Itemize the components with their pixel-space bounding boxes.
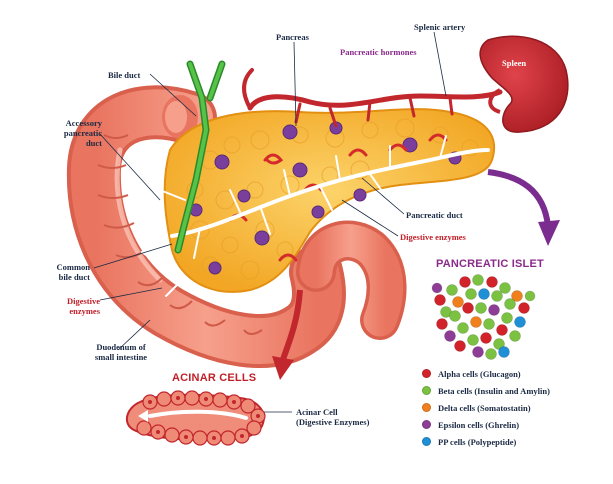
legend-label-epsilon: Epsilon cells (Ghrelin)	[438, 419, 520, 430]
label-pancreatic-hormones: Pancreatic hormones	[340, 47, 417, 57]
label-acinar-cell-line1: Acinar Cell	[296, 407, 338, 417]
orange-dot-icon	[422, 403, 431, 412]
legend-label-beta: Beta cells (Insulin and Amylin)	[438, 385, 550, 396]
label-duodenum-line2: small intestine	[94, 352, 148, 362]
legend-label-pp: PP cells (Polypeptide)	[438, 436, 517, 447]
blue-dot-icon	[422, 437, 431, 446]
legend-item-beta: Beta cells (Insulin and Amylin)	[422, 382, 550, 399]
label-common-bile-duct-line1: Common	[56, 262, 90, 272]
label-common-bile-duct-line2: bile duct	[58, 272, 90, 282]
acinar-pointer-arrow	[272, 289, 303, 380]
green-dot-icon	[422, 386, 431, 395]
legend-label-alpha: Alpha cells (Glucagon)	[438, 368, 521, 379]
acinar-cell-chain	[125, 390, 266, 446]
purple-dot-icon	[422, 420, 431, 429]
label-accessory-duct-line3: duct	[85, 138, 102, 148]
legend-label-delta: Delta cells (Somatostatin)	[438, 402, 531, 413]
label-bile-duct: Bile duct	[108, 70, 141, 80]
label-pancreas: Pancreas	[276, 32, 309, 42]
label-accessory-duct-line2: pancreatic	[63, 128, 102, 138]
enzyme-flow-arrows	[130, 205, 181, 297]
islet-pointer-arrow	[487, 169, 560, 246]
legend-item-pp: PP cells (Polypeptide)	[422, 433, 550, 450]
splenic-artery	[242, 68, 503, 128]
label-pancreatic-duct: Pancreatic duct	[406, 210, 463, 220]
red-dot-icon	[422, 369, 431, 378]
pancreatic-islet-cluster	[431, 274, 536, 360]
label-digestive-enzymes-left-line1: Digestive	[66, 296, 100, 306]
label-digestive-enzymes-left-line2: enzymes	[69, 306, 100, 316]
label-duodenum-line1: Duodenum of	[96, 342, 146, 352]
label-spleen: Spleen	[502, 58, 527, 68]
label-acinar-cell-line2: (Digestive Enzymes)	[296, 417, 370, 427]
leader-lines	[93, 31, 447, 413]
legend-item-epsilon: Epsilon cells (Ghrelin)	[422, 416, 550, 433]
label-splenic-artery: Splenic artery	[414, 22, 466, 32]
pancreas-organ	[154, 108, 496, 293]
legend-item-alpha: Alpha cells (Glucagon)	[422, 365, 550, 382]
islet-cell-legend: Alpha cells (Glucagon) Beta cells (Insul…	[422, 365, 550, 450]
label-digestive-enzymes-right: Digestive enzymes	[400, 232, 466, 242]
title-pancreatic-islet: PANCREATIC ISLET	[436, 258, 544, 270]
bile-duct	[174, 60, 226, 254]
spleen-organ	[479, 35, 569, 133]
label-accessory-duct-line1: Accessory	[65, 118, 102, 128]
title-acinar-cells: ACINAR CELLS	[172, 372, 257, 384]
duodenum	[66, 85, 407, 368]
legend-item-delta: Delta cells (Somatostatin)	[422, 399, 550, 416]
